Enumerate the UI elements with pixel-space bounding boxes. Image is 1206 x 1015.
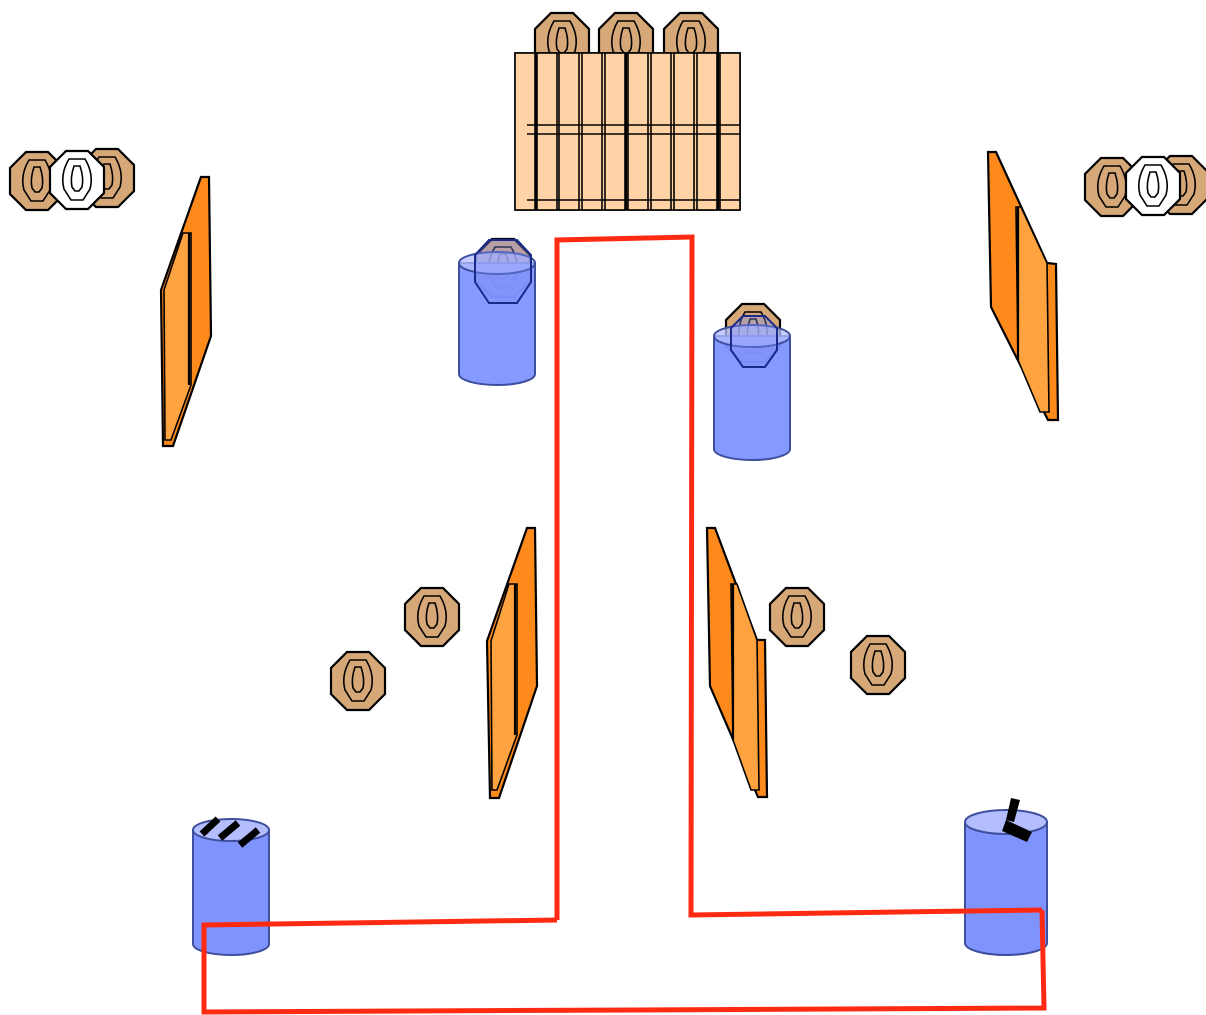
target-group-upper-right [1083,154,1206,218]
shoot-target [403,586,461,648]
shoot-target [849,634,907,696]
barrel-upper-right [713,302,791,461]
wall-center-right [705,526,769,799]
no-shoot-target [1124,155,1182,217]
wall-upper-right [986,150,1060,422]
targets-center-right [768,586,907,696]
barrel-upper-left [458,237,536,386]
shoot-target [329,650,387,712]
no-shoot-target [48,149,106,211]
shooter-path [201,234,1047,1015]
magazines-icon [199,816,261,848]
targets-center-left [329,586,461,712]
wall-upper-left [159,175,213,448]
target-group-upper-left [8,147,136,212]
shoot-target [768,586,826,648]
pistol-icon [1002,798,1032,842]
barrel-start-right [964,798,1048,956]
wall-center-left [485,526,539,800]
pallet-fence [514,52,741,211]
